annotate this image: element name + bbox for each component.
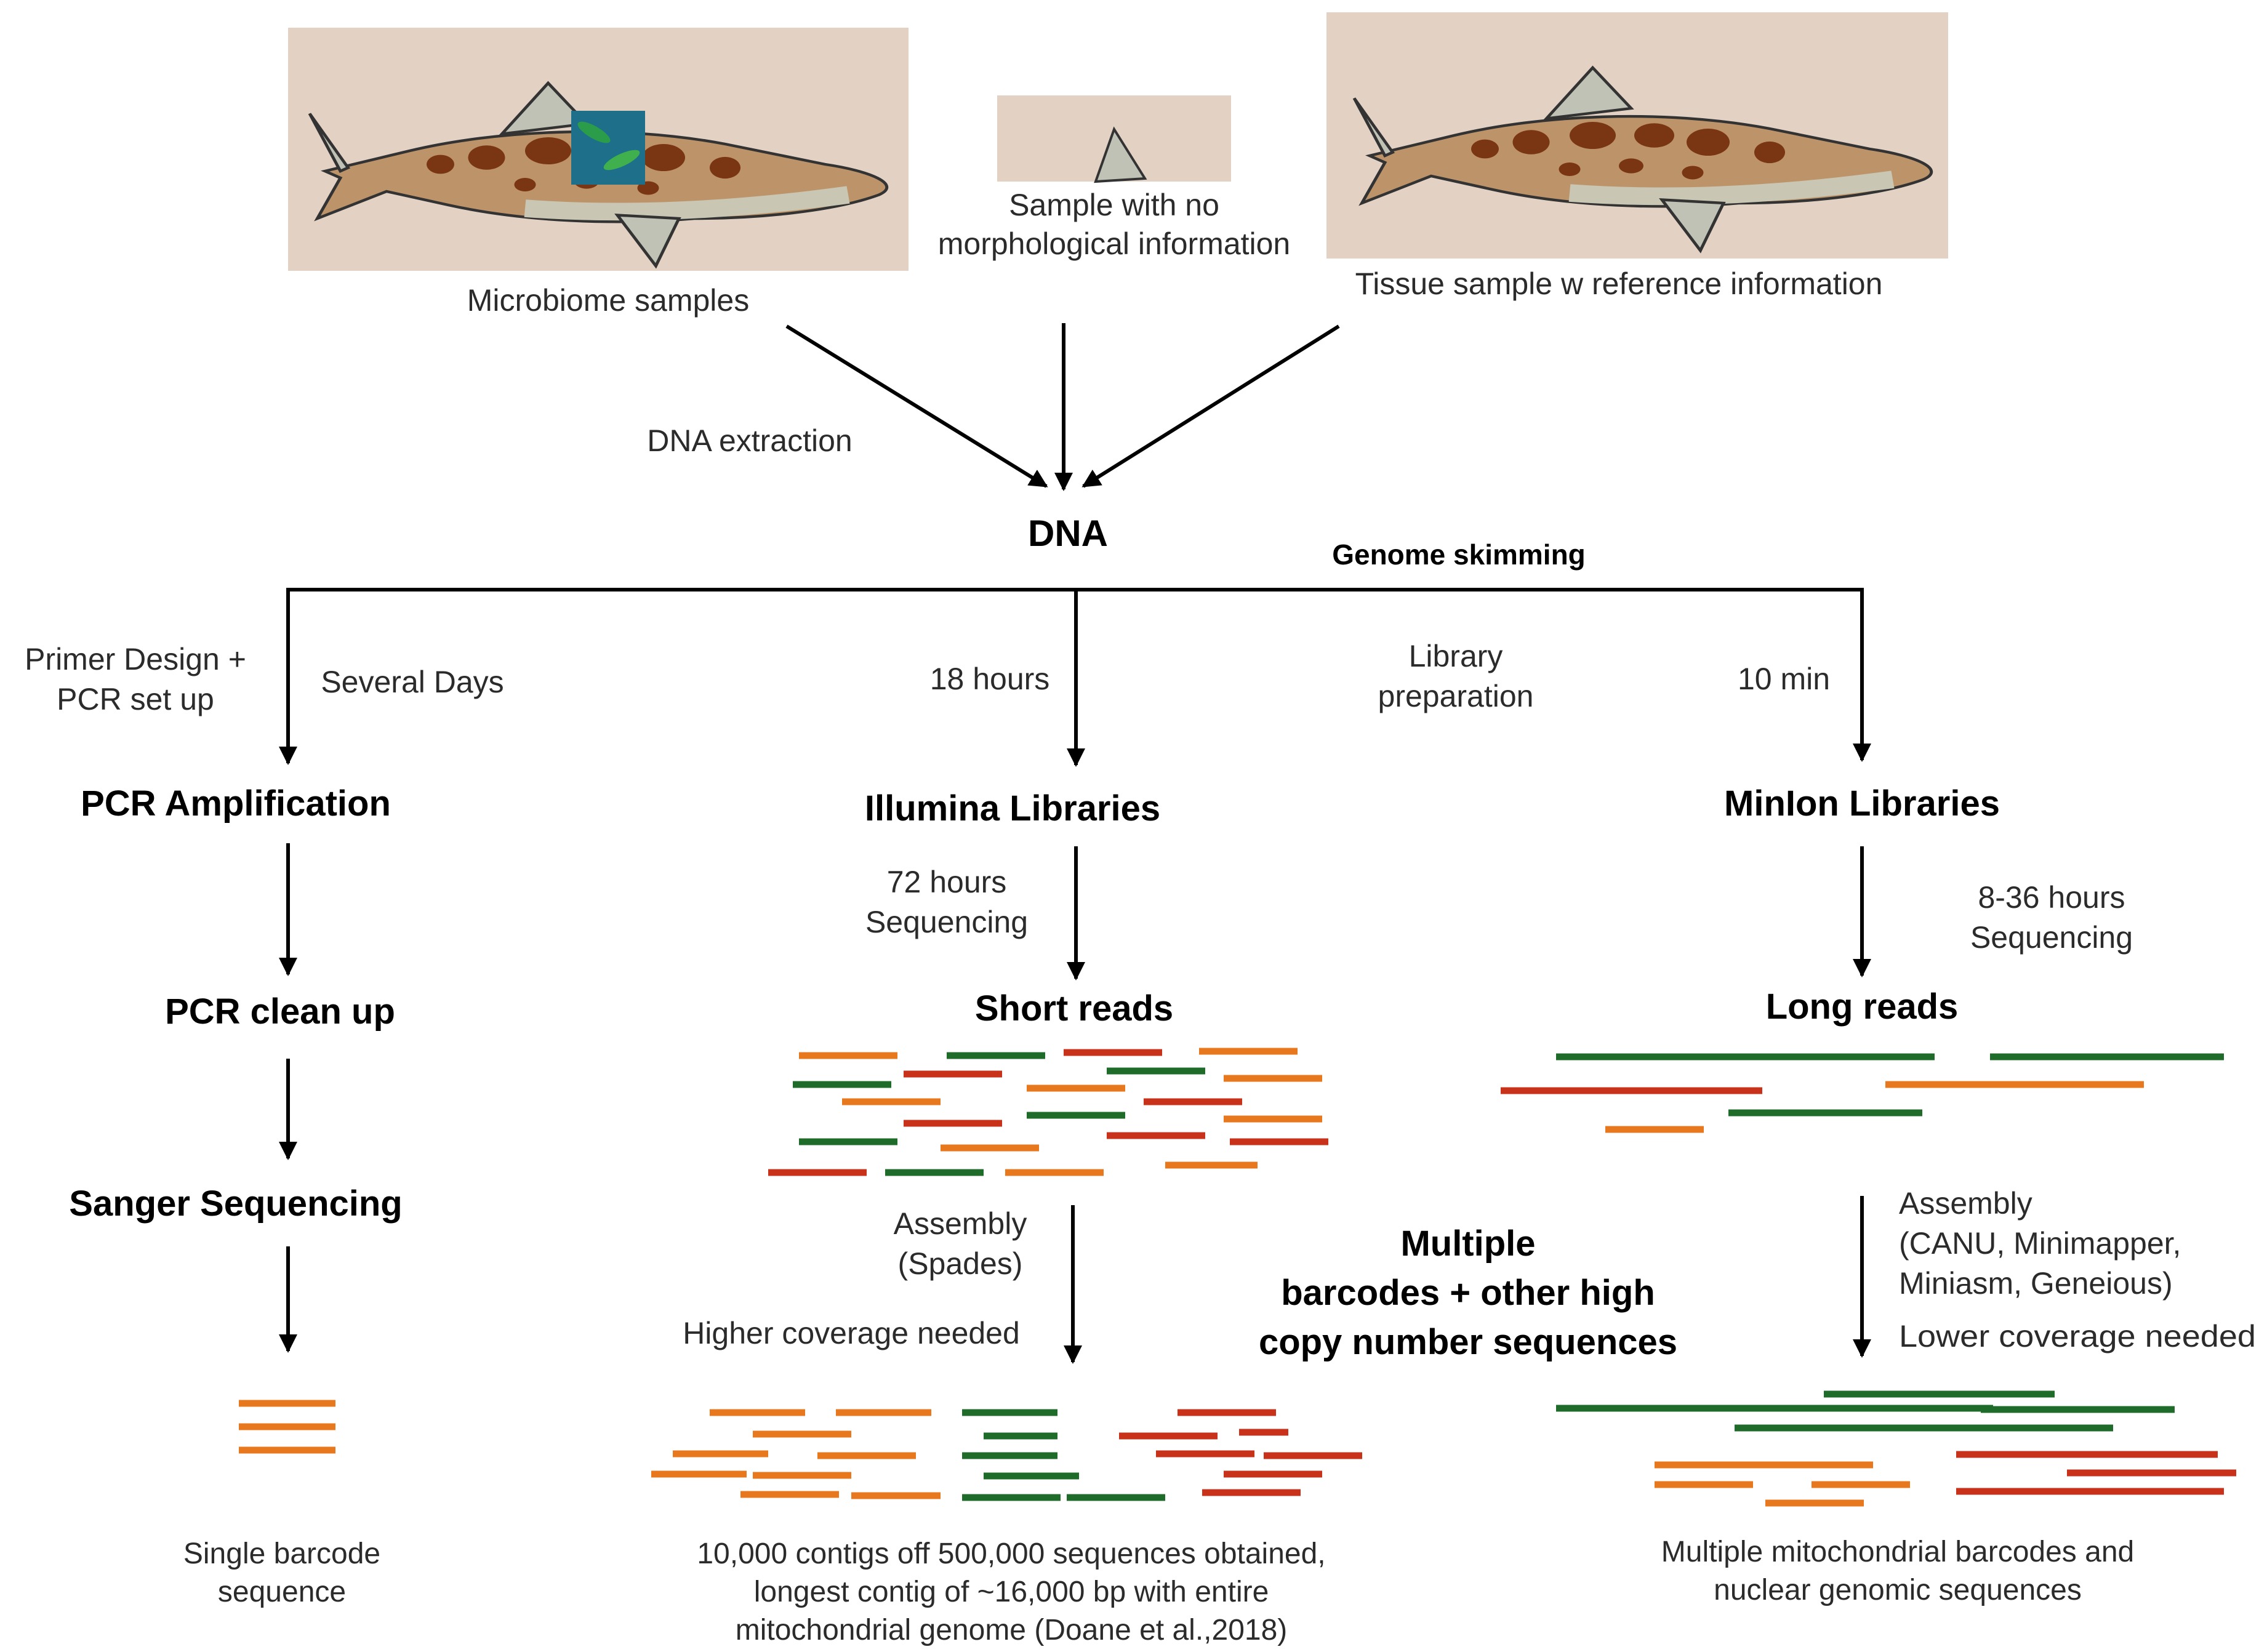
center-note-line3: copy number sequences — [1259, 1322, 1677, 1362]
minion-seq-time-line2: Sequencing — [1970, 920, 2133, 955]
no-morph-label-line1: Sample with no — [1009, 188, 1219, 222]
single-barcode-reads — [239, 1400, 335, 1454]
minion-contigs — [1556, 1390, 2236, 1507]
center-note-line1: Multiple — [1400, 1224, 1535, 1264]
minion-libraries-heading: MinIon Libraries — [1724, 784, 2000, 824]
dna-heading: DNA — [1028, 513, 1108, 554]
illumina-result-line1: 10,000 contigs off 500,000 sequences obt… — [697, 1538, 1325, 1570]
illumina-assembly-line2: (Spades) — [898, 1246, 1023, 1281]
tissue-sample-image — [1326, 12, 1948, 259]
short-reads-cloud — [768, 1048, 1328, 1176]
sanger-heading: Sanger Sequencing — [69, 1184, 402, 1224]
minion-result-line1: Multiple mitochondrial barcodes and — [1661, 1536, 2134, 1568]
library-prep-line1: Library — [1409, 639, 1503, 673]
primer-design-line1: Primer Design + — [25, 642, 246, 676]
minion-result-line2: nuclear genomic sequences — [1714, 1574, 2082, 1606]
eighteen-hours-label: 18 hours — [930, 662, 1050, 696]
short-reads-heading: Short reads — [975, 988, 1173, 1028]
extraction-arrow-left — [785, 324, 1048, 488]
illumina-seq-time-line1: 72 hours — [887, 865, 1007, 899]
ten-min-label: 10 min — [1738, 662, 1830, 696]
single-barcode-line1: Single barcode — [183, 1538, 380, 1570]
higher-coverage-label: Higher coverage needed — [683, 1316, 1020, 1350]
extraction-arrow-right — [1081, 324, 1340, 488]
illumina-result-line2: longest contig of ~16,000 bp with entire — [754, 1576, 1269, 1608]
several-days-label: Several Days — [321, 665, 504, 699]
minion-assembly-line1: Assembly — [1899, 1186, 2032, 1221]
pcr-amplification-heading: PCR Amplification — [81, 784, 391, 824]
genome-skimming-label: Genome skimming — [1332, 539, 1586, 571]
illumina-seq-time-line2: Sequencing — [865, 905, 1028, 939]
long-reads-cloud — [1501, 1053, 2224, 1133]
library-prep-line2: preparation — [1378, 679, 1534, 713]
lower-coverage-label: Lower coverage needed — [1899, 1319, 2256, 1353]
microbiome-label: Microbiome samples — [467, 283, 749, 318]
microbiome-sample-image — [288, 28, 909, 271]
minion-seq-time-line1: 8-36 hours — [1978, 880, 2125, 915]
long-reads-heading: Long reads — [1766, 987, 1959, 1027]
illumina-contigs — [651, 1409, 1362, 1501]
center-note-line2: barcodes + other high — [1281, 1273, 1655, 1313]
single-barcode-line2: sequence — [218, 1576, 346, 1608]
illumina-result-line3: mitochondrial genome (Doane et al.,2018) — [736, 1614, 1288, 1646]
pcr-cleanup-heading: PCR clean up — [165, 992, 395, 1032]
tissue-label: Tissue sample w reference information — [1355, 267, 1883, 301]
no-morphology-sample-image — [997, 95, 1231, 183]
primer-design-line2: PCR set up — [57, 682, 214, 716]
minion-assembly-line2: (CANU, Minimapper, — [1899, 1226, 2181, 1261]
no-morph-label-line2: morphological information — [938, 227, 1291, 261]
illumina-assembly-line1: Assembly — [894, 1206, 1027, 1241]
minion-assembly-line3: Miniasm, Geneious) — [1899, 1266, 2173, 1301]
dna-extraction-label: DNA extraction — [647, 423, 852, 458]
illumina-libraries-heading: Illumina Libraries — [865, 788, 1160, 828]
